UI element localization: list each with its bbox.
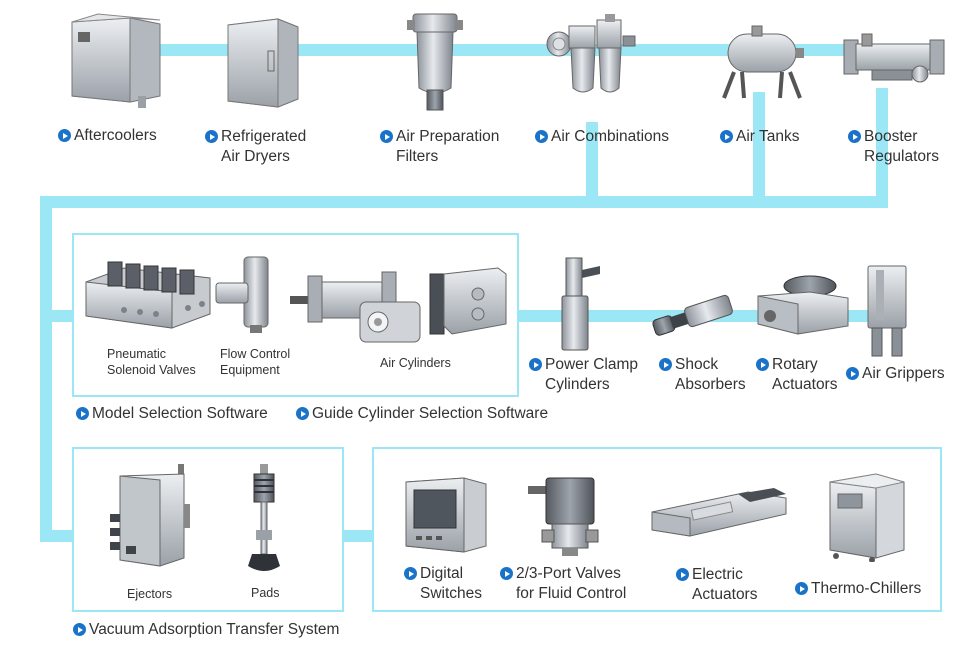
air-preparation-filter-image — [407, 13, 463, 111]
vacuum-pad-image — [248, 464, 280, 571]
pipe-vacuum-to-electric — [340, 530, 376, 542]
pipe-drop-combinations — [586, 122, 598, 208]
pipe-return-horizontal — [40, 196, 888, 208]
model-selection-software-link[interactable]: Model Selection Software — [76, 404, 268, 424]
booster-regulator-image — [843, 33, 945, 83]
air-grippers-link[interactable]: Air Grippers — [846, 364, 945, 384]
air-combinations-link[interactable]: Air Combinations — [535, 127, 669, 147]
thermo-chiller-image — [829, 473, 905, 562]
arrow-circle-icon — [756, 358, 769, 371]
digital-switch-image — [405, 477, 487, 553]
air-cylinder-image — [290, 271, 421, 343]
aftercooler-image — [71, 13, 161, 108]
air-tanks-link[interactable]: Air Tanks — [720, 127, 799, 147]
air-combination-image — [546, 14, 636, 93]
aftercoolers-link[interactable]: Aftercoolers — [58, 126, 157, 146]
arrow-circle-icon — [380, 130, 393, 143]
arrow-circle-icon — [73, 623, 86, 636]
solenoid-valve-manifold-image — [85, 261, 211, 329]
arrow-circle-icon — [529, 358, 542, 371]
electric-actuator-image — [651, 488, 787, 537]
rotary-actuator-image — [757, 275, 849, 335]
refrigerated-air-dryer-image — [227, 18, 299, 108]
arrow-circle-icon — [500, 567, 513, 580]
pipe-drop-tanks — [753, 92, 765, 208]
air-cylinders-caption: Air Cylinders — [380, 356, 451, 370]
shock-absorber-image — [652, 294, 733, 336]
air-gripper-image — [867, 265, 907, 357]
guide-cylinder-image — [429, 267, 507, 335]
arrow-circle-icon — [795, 582, 808, 595]
vacuum-adsorption-transfer-system-link[interactable]: Vacuum Adsorption Transfer System — [73, 620, 339, 640]
power-clamp-cylinder-image — [561, 257, 600, 351]
port-valve-image — [528, 477, 599, 556]
pipe-drop-booster — [876, 88, 888, 208]
arrow-circle-icon — [846, 367, 859, 380]
thermo-chillers-link[interactable]: Thermo-Chillers — [795, 579, 921, 599]
arrow-circle-icon — [720, 130, 733, 143]
arrow-circle-icon — [848, 130, 861, 143]
flow-control-equipment-image — [215, 256, 269, 333]
arrow-circle-icon — [535, 130, 548, 143]
arrow-circle-icon — [404, 567, 417, 580]
arrow-circle-icon — [676, 568, 689, 581]
pipe-to-actuator-panel — [40, 310, 74, 322]
air-tank-image — [722, 25, 804, 99]
pipe-left-vertical — [40, 196, 52, 542]
pipe-to-vacuum-panel — [40, 530, 74, 542]
arrow-circle-icon — [205, 130, 218, 143]
guide-cylinder-selection-software-link[interactable]: Guide Cylinder Selection Software — [296, 404, 548, 424]
arrow-circle-icon — [58, 129, 71, 142]
ejector-image — [110, 464, 190, 567]
pads-caption: Pads — [251, 586, 280, 600]
ejectors-caption: Ejectors — [127, 587, 173, 601]
arrow-circle-icon — [76, 407, 89, 420]
arrow-circle-icon — [296, 407, 309, 420]
arrow-circle-icon — [659, 358, 672, 371]
